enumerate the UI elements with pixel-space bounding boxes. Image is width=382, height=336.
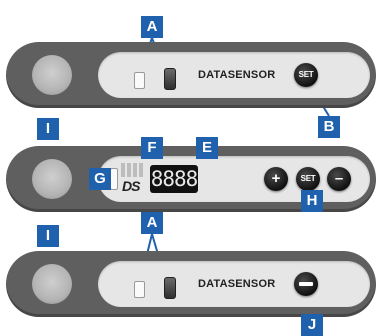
label-b: B (318, 116, 340, 138)
white-led (134, 281, 145, 298)
label-a-bottom: A (141, 212, 163, 234)
label-j: J (301, 314, 323, 336)
lens-hole (32, 55, 72, 95)
minus-button[interactable]: – (327, 167, 351, 191)
lens-hole (32, 264, 72, 304)
label-i-top: I (37, 118, 59, 140)
sensor-display-view: DS 8888 + SET – (6, 146, 376, 212)
minus-button[interactable] (294, 272, 318, 296)
white-led (110, 168, 118, 190)
dark-led (164, 277, 176, 299)
plus-button[interactable]: + (264, 167, 288, 191)
label-g: G (89, 168, 111, 190)
label-e: E (196, 137, 218, 159)
set-button[interactable]: SET (294, 63, 318, 87)
sensor-bottom-view: DATASENSOR (6, 251, 376, 317)
sensor-top-view: DATASENSOR SET (6, 42, 376, 108)
control-plate: DATASENSOR SET (98, 52, 370, 98)
brand-logo: DATASENSOR (198, 278, 276, 290)
label-h: H (301, 190, 323, 212)
set-button[interactable]: SET (296, 167, 320, 191)
label-f: F (141, 137, 163, 159)
label-a-top: A (141, 16, 163, 38)
minus-icon (299, 282, 313, 286)
digital-display: 8888 (150, 165, 198, 193)
dark-led (164, 68, 176, 90)
lens-hole (32, 159, 72, 199)
control-plate: DATASENSOR (98, 261, 370, 307)
signal-bars (121, 161, 143, 177)
ds-logo: DS (122, 178, 140, 194)
label-i-bottom: I (37, 225, 59, 247)
white-led (134, 72, 145, 89)
control-plate: DS 8888 + SET – (98, 156, 370, 202)
brand-logo: DATASENSOR (198, 69, 276, 81)
